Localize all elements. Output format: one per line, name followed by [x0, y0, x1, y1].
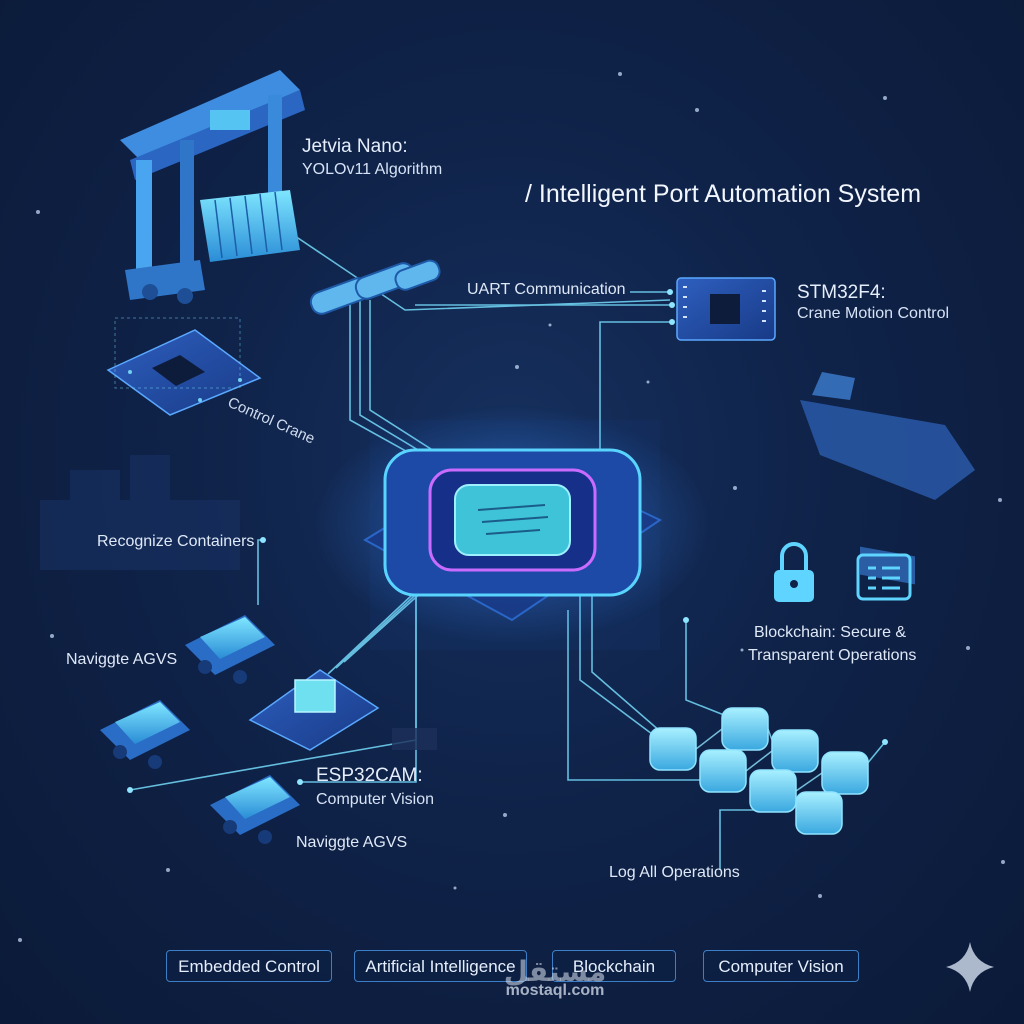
- ledger-icon: [856, 553, 912, 601]
- watermark-latin: mostaql.com: [505, 982, 605, 999]
- tag-embedded-control: Embedded Control: [166, 950, 332, 982]
- cargo-ship-icon: [800, 372, 975, 585]
- esp32cam-sublabel: Computer Vision: [316, 791, 434, 808]
- crane-icon: [120, 70, 305, 304]
- tag-computer-vision: Computer Vision: [703, 950, 859, 982]
- connector-cylinders-icon: [309, 259, 441, 315]
- starfield: [18, 72, 1005, 942]
- navigate-agvs-label-2: Naviggte AGVS: [296, 834, 408, 851]
- esp32cam-label: ESP32CAM:: [316, 765, 423, 786]
- tag-blockchain: Blockchain: [552, 950, 676, 982]
- jetson-sublabel: YOLOv11 Algorithm: [302, 161, 443, 178]
- tag-artificial-intelligence: Artificial Intelligence: [354, 950, 527, 982]
- recognize-containers-label: Recognize Containers: [97, 533, 255, 550]
- stm32-sublabel: Crane Motion Control: [797, 305, 950, 322]
- jetson-label: Jetvia Nano:: [302, 136, 408, 157]
- sparkle-icon: [946, 942, 994, 992]
- watermark-arabic: مستقل: [503, 955, 607, 988]
- jetson-board-icon: [106, 317, 262, 416]
- diagram-title: / Intelligent Port Automation System: [525, 180, 922, 208]
- blockchain-cubes-icon: [649, 707, 869, 835]
- blockchain-label-line1: Blockchain: Secure &: [754, 624, 907, 641]
- navigate-agvs-label-1: Naviggte AGVS: [66, 651, 178, 668]
- lock-icon: [774, 542, 814, 602]
- log-operations-label: Log All Operations: [609, 864, 740, 881]
- blockchain-label-line2: Transparent Operations: [748, 647, 917, 664]
- stm32-board-icon: [676, 277, 776, 341]
- stm32-label: STM32F4:: [797, 282, 886, 303]
- uart-label: UART Communication: [467, 281, 626, 298]
- agv-icon: [100, 615, 300, 844]
- central-chip-icon: [312, 405, 712, 645]
- esp32-board-icon: [248, 669, 437, 751]
- watermark: مستقل mostaql.com: [470, 955, 640, 1000]
